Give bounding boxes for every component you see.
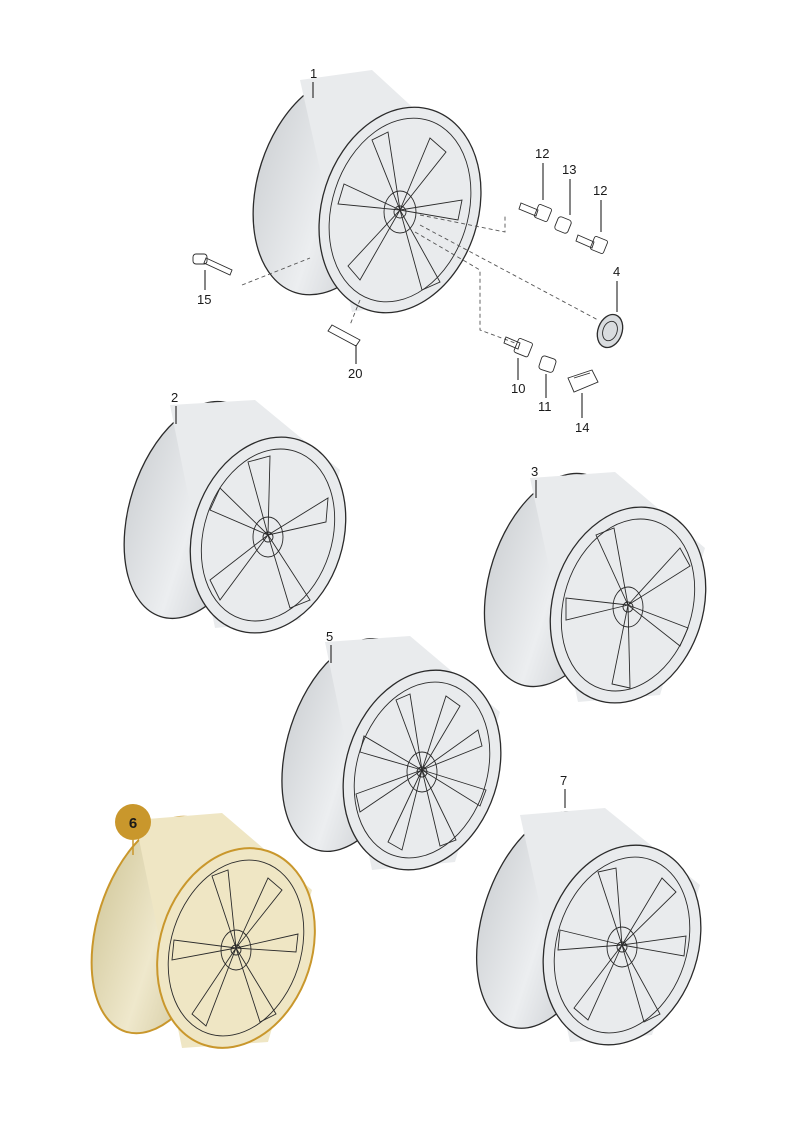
part-10-wheel-bolt[interactable] [503, 336, 533, 358]
callout-3: 3 [531, 464, 538, 479]
part-13-nut[interactable] [554, 216, 572, 234]
callout-2: 2 [171, 390, 178, 405]
callout-14: 14 [575, 420, 589, 435]
wheel-6-highlighted[interactable] [66, 799, 339, 1068]
callout-12a: 12 [535, 146, 549, 161]
part-11-bolt-cap[interactable] [538, 355, 557, 373]
wheel-1[interactable] [227, 55, 507, 334]
part-4-center-cap[interactable] [593, 311, 627, 351]
callout-5: 5 [326, 629, 333, 644]
part-12-bolt-a[interactable] [518, 202, 552, 222]
part-14-removal-tool[interactable] [567, 369, 599, 393]
callout-7: 7 [560, 773, 567, 788]
callout-6: 6 [129, 815, 137, 832]
callout-10: 10 [511, 381, 525, 396]
explode-lines [241, 214, 599, 344]
callout-11: 11 [538, 399, 552, 414]
callout-6-badge[interactable]: 6 [115, 804, 151, 840]
part-15-valve[interactable] [192, 253, 233, 276]
part-12-bolt-b[interactable] [575, 234, 608, 254]
part-20-balance-weight[interactable] [327, 324, 361, 347]
callout-12b: 12 [593, 183, 607, 198]
wheel-5[interactable] [257, 621, 526, 890]
wheel-7[interactable] [451, 794, 725, 1065]
wheel-2[interactable] [99, 383, 371, 653]
callout-20: 20 [348, 366, 362, 381]
callout-1: 1 [310, 66, 317, 81]
callout-15: 15 [197, 292, 211, 307]
wheel-3[interactable] [459, 455, 730, 723]
callout-4: 4 [613, 264, 620, 279]
callout-13: 13 [562, 162, 576, 177]
